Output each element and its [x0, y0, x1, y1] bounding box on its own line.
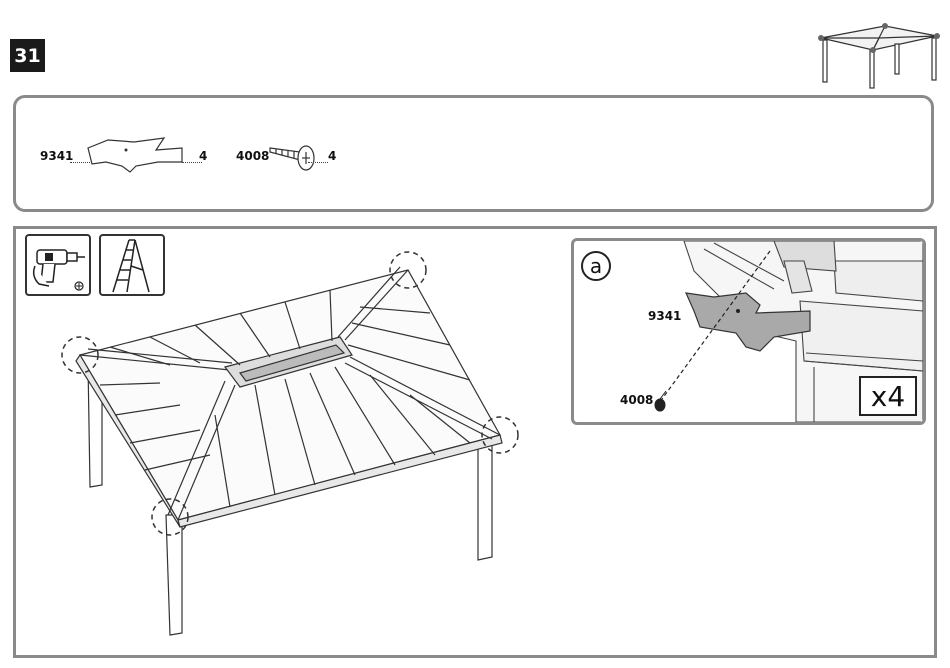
- parts-list-panel: 9341 4 4008 4: [13, 95, 934, 212]
- part-4008-id: 4008: [236, 149, 269, 163]
- part-4008-qty: 4: [328, 149, 336, 163]
- leader-dots: [308, 162, 328, 163]
- part-9341-id: 9341: [40, 149, 73, 163]
- detail-part-4008-label: 4008: [620, 393, 653, 407]
- step-number-badge: 31: [10, 39, 45, 72]
- detail-letter-badge: a: [581, 251, 611, 281]
- screw-part-icon: [266, 138, 326, 176]
- quantity-multiplier-box: x4: [859, 376, 917, 416]
- part-9341-qty: 4: [199, 149, 207, 163]
- detail-a-panel: a 9341 4008 x4: [571, 238, 926, 425]
- gazebo-roof-drawing: [40, 245, 530, 645]
- detail-part-9341-label: 9341: [648, 309, 681, 323]
- gazebo-thumbnail-icon: [815, 18, 940, 93]
- corner-bracket-part-icon: [86, 136, 186, 176]
